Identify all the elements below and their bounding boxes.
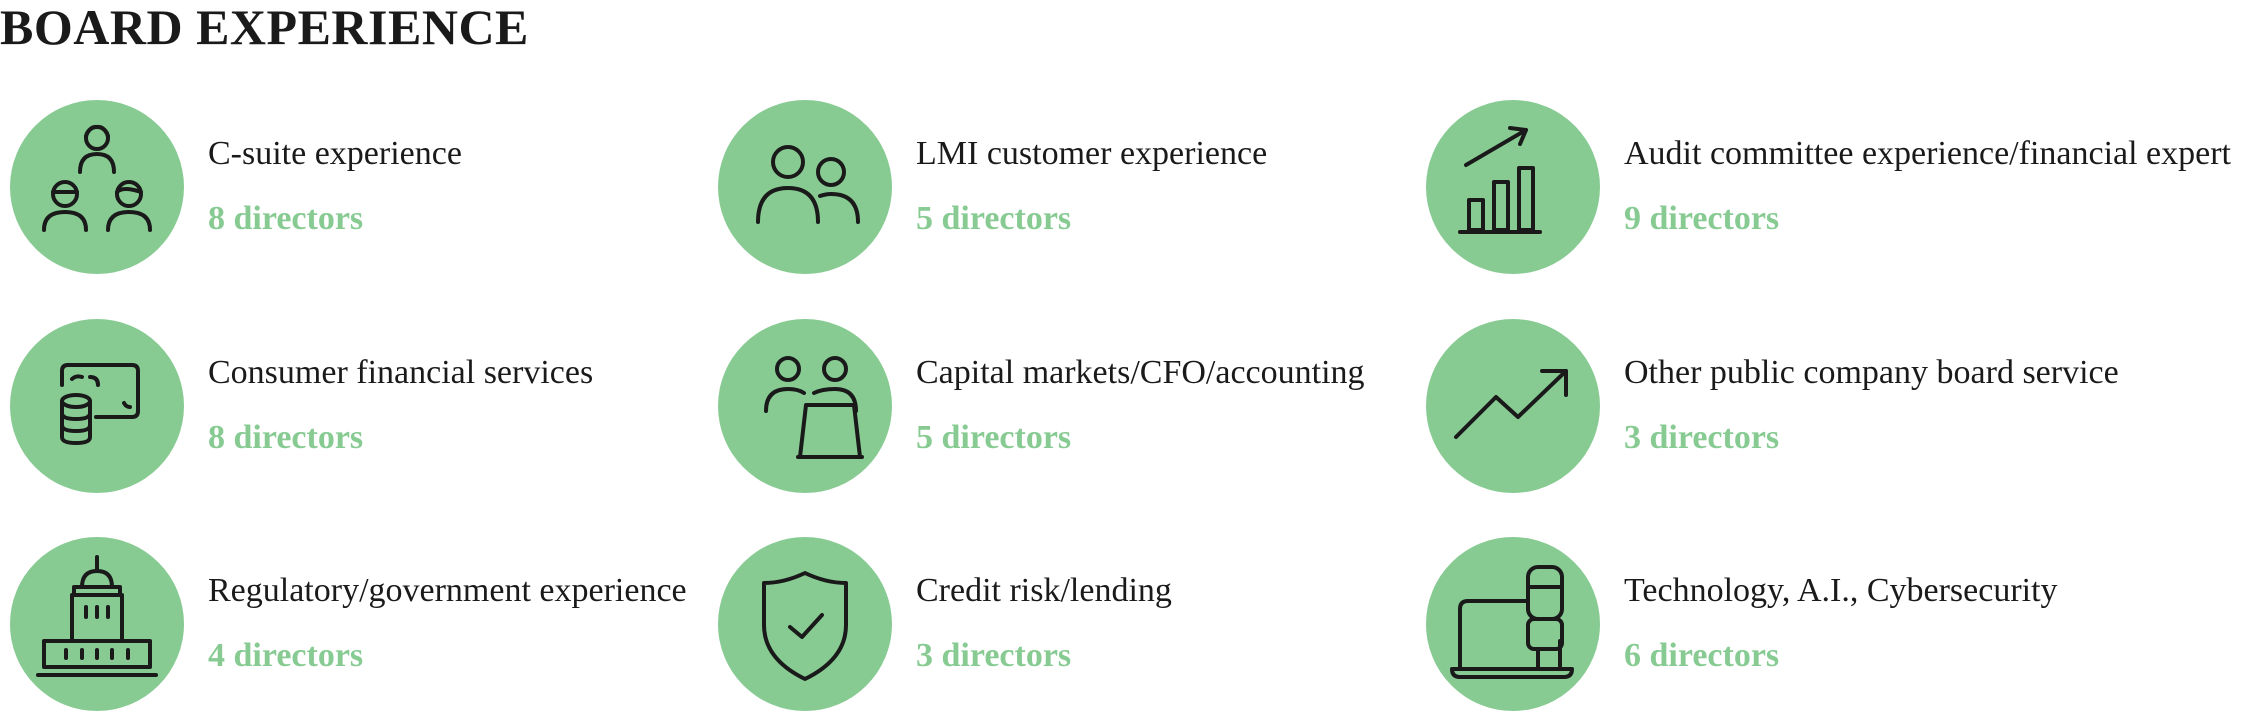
director-count: 4 directors bbox=[208, 637, 364, 674]
director-count: 8 directors bbox=[208, 419, 364, 456]
director-count: 5 directors bbox=[916, 419, 1072, 456]
director-count: 5 directors bbox=[916, 200, 1072, 237]
bar-chart-growth-icon bbox=[1426, 100, 1600, 274]
item-label: Other public company board service bbox=[1624, 354, 2119, 391]
experience-item-consumer-financial: Consumer financial services 8 directors bbox=[0, 319, 760, 499]
experience-item-technology: Technology, A.I., Cybersecurity 6 direct… bbox=[1416, 537, 2176, 717]
item-label: Capital markets/CFO/accounting bbox=[916, 354, 1365, 391]
item-label: Consumer financial services bbox=[208, 354, 594, 391]
experience-item-regulatory: Regulatory/government experience 4 direc… bbox=[0, 537, 760, 717]
item-label: Audit committee experience/financial exp… bbox=[1624, 135, 2232, 172]
two-people-icon bbox=[718, 100, 892, 274]
experience-item-other-public-board: Other public company board service 3 dir… bbox=[1416, 319, 2176, 499]
item-label: Credit risk/lending bbox=[916, 572, 1172, 609]
people-network-icon bbox=[10, 100, 184, 274]
page-title: BOARD EXPERIENCE bbox=[0, 0, 529, 55]
director-count: 3 directors bbox=[1624, 419, 1780, 456]
item-label: LMI customer experience bbox=[916, 135, 1268, 172]
people-laptop-icon bbox=[718, 319, 892, 493]
experience-item-audit-committee: Audit committee experience/financial exp… bbox=[1416, 100, 2231, 280]
director-count: 8 directors bbox=[208, 200, 364, 237]
experience-item-credit-risk: Credit risk/lending 3 directors bbox=[708, 537, 1468, 717]
experience-item-lmi-customer: LMI customer experience 5 directors bbox=[708, 100, 1468, 280]
item-label: C-suite experience bbox=[208, 135, 462, 172]
item-label: Technology, A.I., Cybersecurity bbox=[1624, 572, 2058, 609]
director-count: 3 directors bbox=[916, 637, 1072, 674]
experience-item-capital-markets: Capital markets/CFO/accounting 5 directo… bbox=[708, 319, 1468, 499]
item-label: Regulatory/government experience bbox=[208, 572, 687, 609]
director-count: 6 directors bbox=[1624, 637, 1780, 674]
trend-up-arrow-icon bbox=[1426, 319, 1600, 493]
shield-check-icon bbox=[718, 537, 892, 711]
director-count: 9 directors bbox=[1624, 200, 1780, 237]
devices-icon bbox=[1426, 537, 1600, 711]
experience-item-c-suite: C-suite experience 8 directors bbox=[0, 100, 760, 280]
capitol-building-icon bbox=[10, 537, 184, 711]
money-coins-icon bbox=[10, 319, 184, 493]
